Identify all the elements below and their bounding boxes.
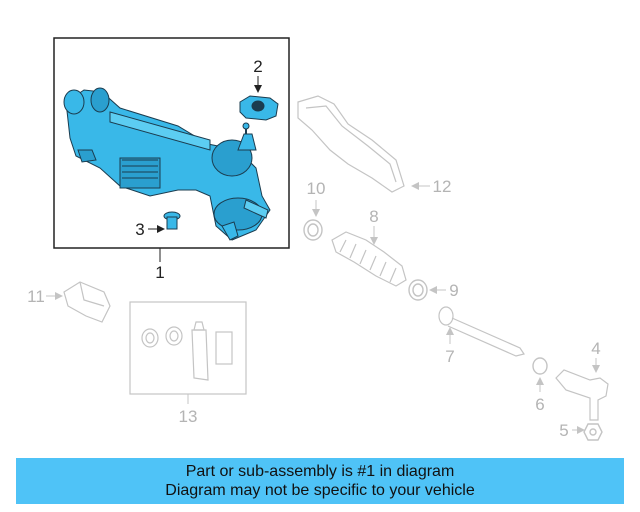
- nut-part-5[interactable]: [583, 423, 603, 441]
- callout-5: 5: [559, 421, 568, 440]
- kit-box-part-13[interactable]: [129, 301, 247, 395]
- callout-2: 2: [253, 57, 262, 76]
- info-banner: Part or sub-assembly is #1 in diagram Di…: [16, 458, 624, 504]
- steering-gear-assembly[interactable]: [63, 87, 271, 241]
- callout-6: 6: [535, 395, 544, 414]
- callout-10: 10: [307, 179, 326, 198]
- bolt-part-3[interactable]: [163, 211, 181, 230]
- boot-part-8[interactable]: [331, 231, 407, 287]
- clamp-part-9[interactable]: [408, 279, 428, 301]
- banner-line-2: Diagram may not be specific to your vehi…: [165, 482, 475, 499]
- heat-shield-part-12[interactable]: [297, 95, 405, 193]
- outer-tie-rod-part-4[interactable]: [555, 369, 609, 421]
- banner-line-1: Part or sub-assembly is #1 in diagram: [185, 463, 455, 480]
- callout-9: 9: [449, 281, 458, 300]
- nut-part-6[interactable]: [532, 357, 548, 375]
- callout-12: 12: [433, 177, 452, 196]
- clamp-part-10[interactable]: [303, 219, 323, 241]
- bushing-part-2[interactable]: [239, 95, 279, 121]
- kit-contents: [141, 321, 233, 381]
- callout-4: 4: [591, 339, 600, 358]
- part1-frame: [53, 37, 290, 249]
- callout-8: 8: [369, 207, 378, 226]
- callout-11: 11: [27, 287, 45, 306]
- callout-7: 7: [445, 347, 454, 366]
- callout-13: 13: [179, 407, 198, 426]
- callout-1: 1: [155, 263, 164, 282]
- callout-3: 3: [135, 220, 144, 239]
- bracket-part-11[interactable]: [63, 281, 111, 323]
- inner-tie-rod-part-7[interactable]: [438, 306, 525, 357]
